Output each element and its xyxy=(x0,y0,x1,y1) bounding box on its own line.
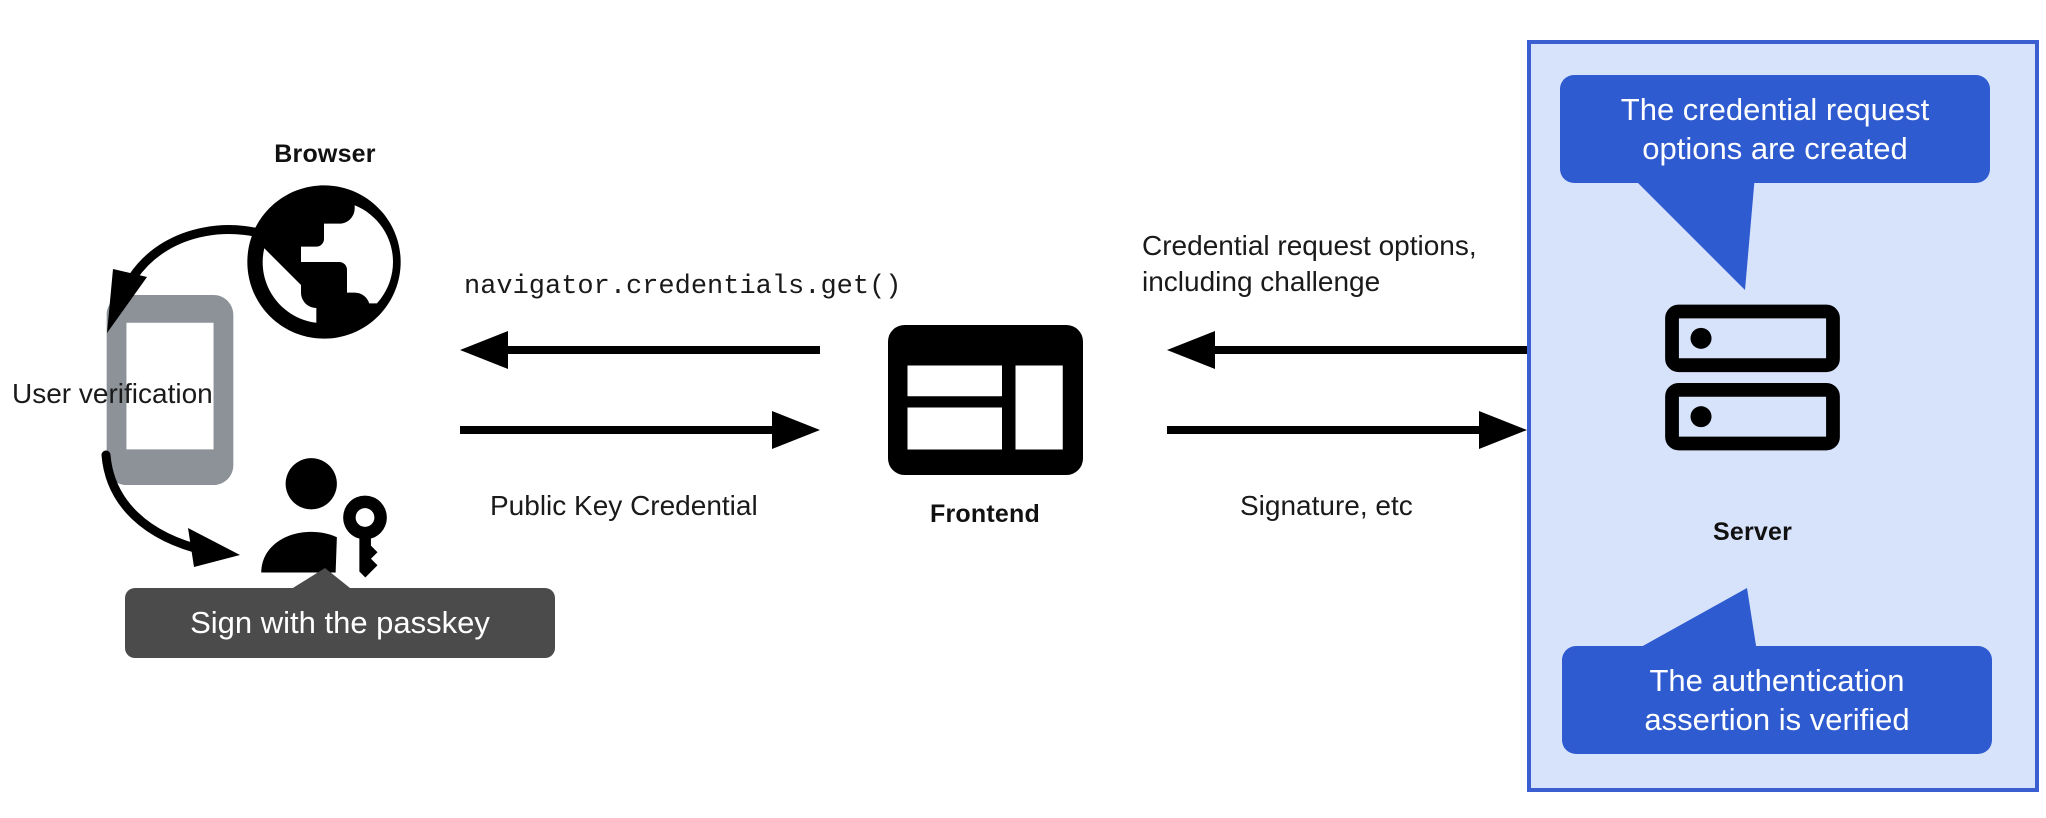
user-verification-label: User verification xyxy=(12,378,213,409)
globe-icon xyxy=(232,170,416,354)
navigator-credentials-get-label: navigator.credentials.get() xyxy=(464,272,902,302)
server-label: Server xyxy=(1712,518,1793,546)
credential-request-options-label: Credential request options, including ch… xyxy=(1142,230,1477,297)
phone-to-user-arrow-icon xyxy=(98,450,278,575)
frontend-to-server-arrow-icon xyxy=(1167,411,1527,449)
sign-with-passkey-text: Sign with the passkey xyxy=(125,588,555,658)
browser-to-frontend-arrow-icon xyxy=(460,411,820,449)
public-key-credential-label: Public Key Credential xyxy=(490,490,758,521)
frontend-label: Frontend xyxy=(930,500,1040,528)
dashboard-layout-icon xyxy=(888,325,1083,475)
credential-request-created-text: The credential request options are creat… xyxy=(1560,75,1990,183)
person-with-key-icon xyxy=(255,445,405,595)
sign-with-passkey-callout: Sign with the passkey xyxy=(125,568,555,668)
server-to-frontend-arrow-icon xyxy=(1167,331,1527,369)
browser-to-phone-arrow-icon xyxy=(90,215,290,355)
credential-request-created-callout: The credential request options are creat… xyxy=(1560,75,1990,290)
server-racks-icon xyxy=(1665,304,1840,451)
frontend-to-browser-arrow-icon xyxy=(460,331,820,369)
assertion-verified-text: The authentication assertion is verified xyxy=(1562,646,1992,754)
assertion-verified-callout: The authentication assertion is verified xyxy=(1562,560,1992,760)
signature-etc-label: Signature, etc xyxy=(1240,490,1413,521)
browser-label: Browser xyxy=(274,140,376,168)
